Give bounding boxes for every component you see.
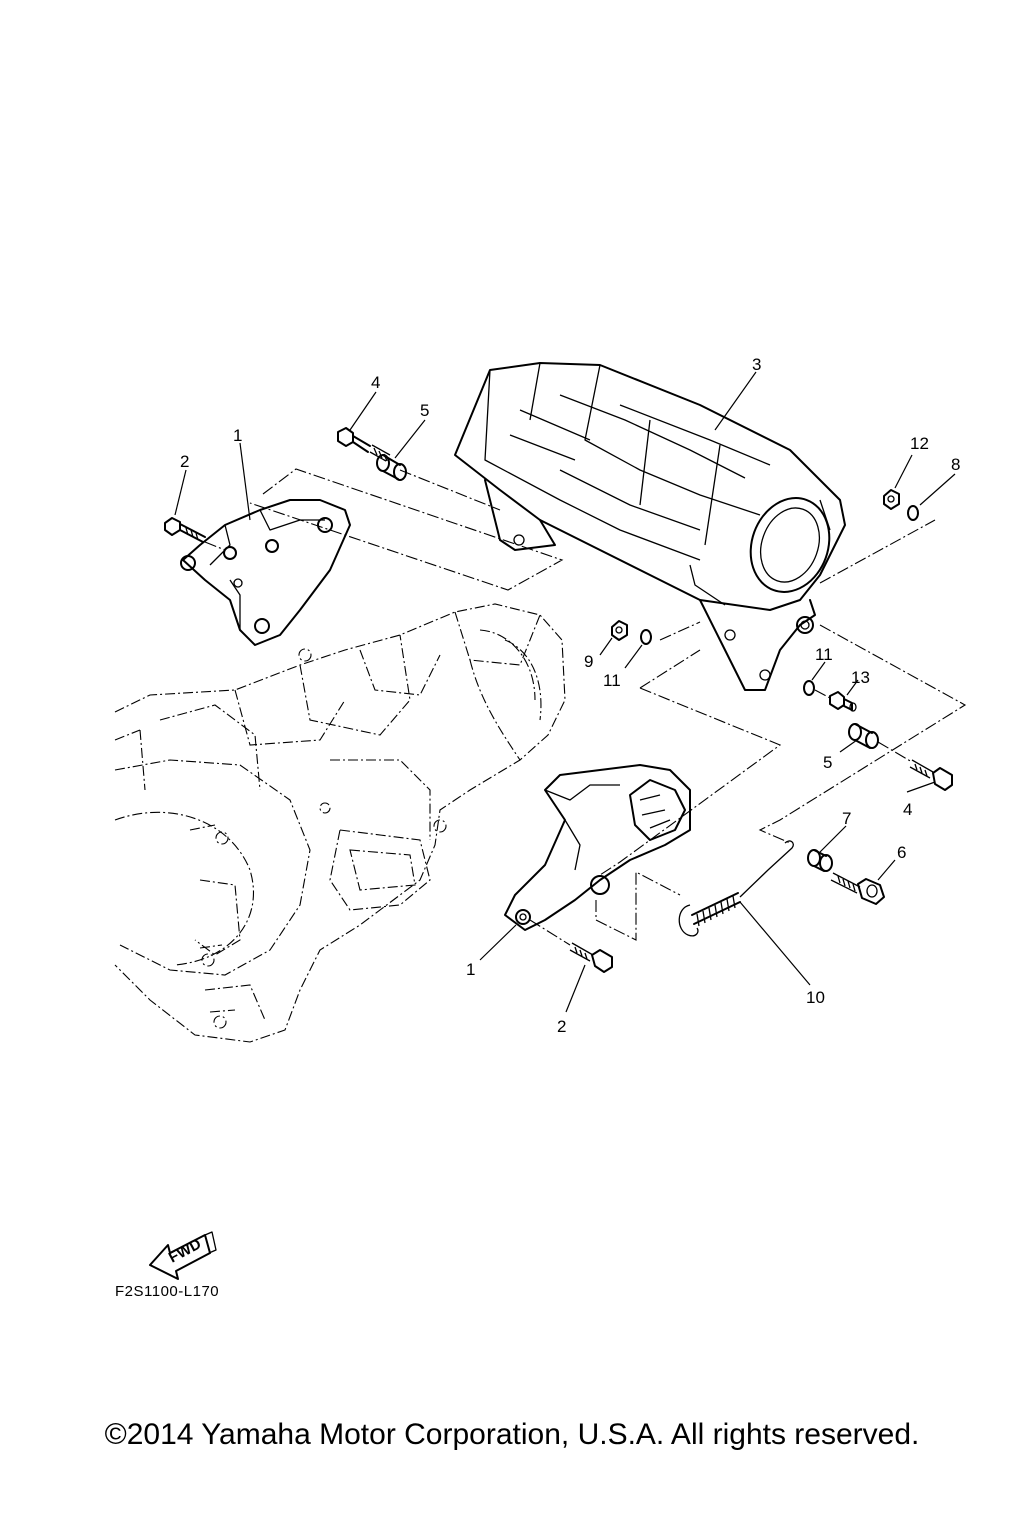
bolt-6 (830, 872, 885, 905)
callout-4-lower: 4 (903, 800, 912, 819)
callout-10: 10 (806, 988, 825, 1007)
bolt-4-lower (909, 759, 953, 791)
air-duct-cover (454, 362, 846, 691)
callout-7: 7 (842, 809, 851, 828)
washer-11-left (640, 629, 652, 645)
callout-2-lower: 2 (557, 1017, 566, 1036)
mount-bracket-upper (180, 499, 351, 646)
callout-3: 3 (752, 355, 761, 374)
fwd-arrow-icon: FWD (149, 1231, 217, 1280)
leader-lines (174, 371, 956, 1013)
callout-8: 8 (951, 455, 960, 474)
mount-bracket-lower (504, 764, 691, 931)
washer-8 (907, 505, 919, 521)
callout-9: 9 (584, 652, 593, 671)
collar-7 (807, 849, 833, 872)
collar-5-lower (848, 723, 879, 749)
callout-5-lower: 5 (823, 753, 832, 772)
callout-5-upper: 5 (420, 401, 429, 420)
callout-2-upper: 2 (180, 452, 189, 471)
callout-4-upper: 4 (371, 373, 380, 392)
washer-11-right (803, 680, 815, 696)
callout-11-left: 11 (603, 671, 621, 690)
callout-labels: 1 2 3 4 5 12 8 9 11 11 13 5 4 7 6 10 1 2 (180, 355, 960, 1036)
callout-1-lower: 1 (466, 960, 475, 979)
bolt-2-upper (164, 517, 206, 543)
spring-10 (678, 840, 794, 937)
callout-6: 6 (897, 843, 906, 862)
bolt-4-upper (337, 427, 391, 462)
nut-12 (883, 489, 900, 510)
callout-13: 13 (851, 668, 870, 687)
fitting-13 (829, 691, 857, 712)
diagram-code: F2S1100-L170 (115, 1283, 220, 1300)
engine-block-phantom (114, 603, 566, 1043)
callout-11-right: 11 (815, 645, 833, 664)
bolt-2-lower (569, 942, 613, 973)
callout-12: 12 (910, 434, 929, 453)
copyright-notice: ©2014 Yamaha Motor Corporation, U.S.A. A… (104, 1418, 920, 1451)
assembly-lines (204, 468, 967, 946)
callout-1-upper: 1 (233, 426, 242, 445)
nut-9 (611, 620, 628, 641)
fwd-label: FWD (166, 1235, 204, 1266)
